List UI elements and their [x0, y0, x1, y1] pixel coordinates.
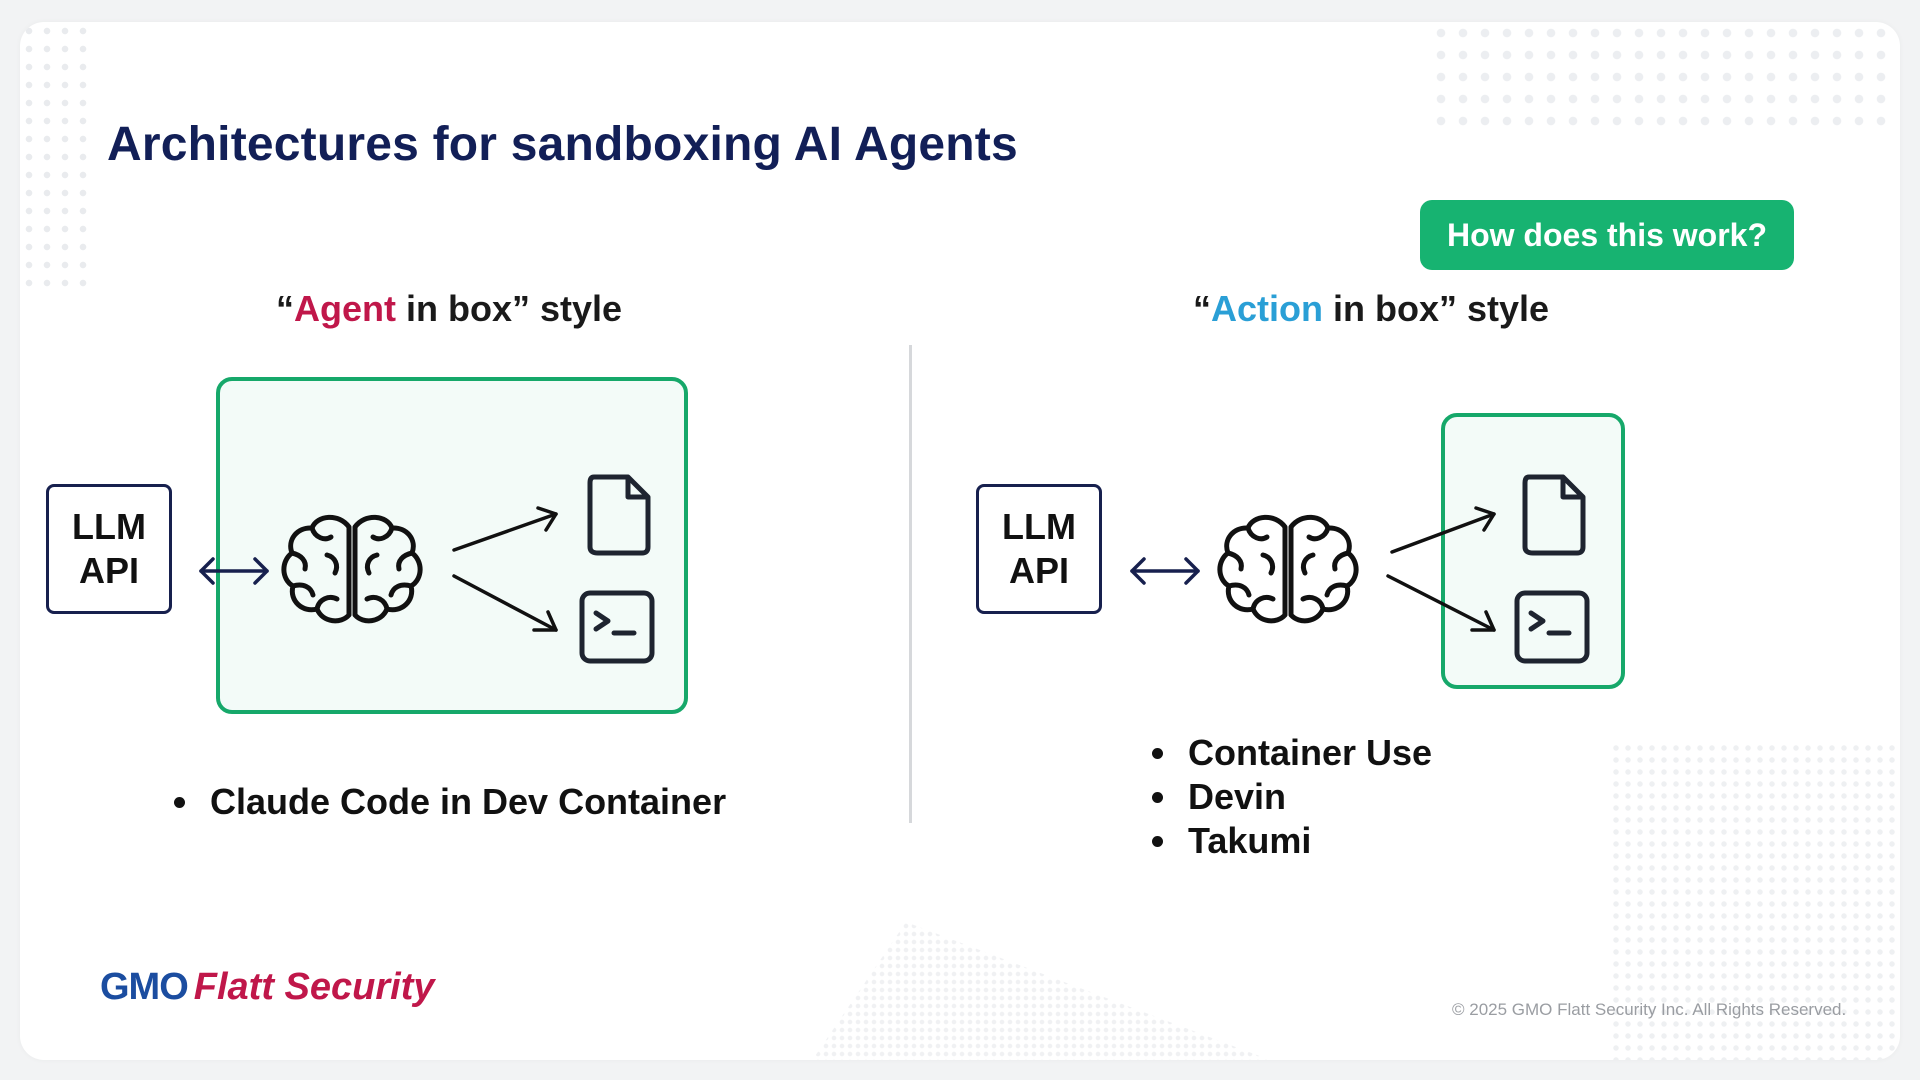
terminal-icon: [1514, 590, 1590, 664]
brain-icon: [281, 514, 423, 624]
list-item: Takumi: [1150, 819, 1432, 863]
column-divider: [909, 345, 912, 823]
action-in-box-examples: Container Use Devin Takumi: [1150, 731, 1432, 863]
logo-flatt-security: Flatt Security: [193, 966, 435, 1008]
slide-title: Architectures for sandboxing AI Agents: [107, 118, 1018, 171]
agent-in-box-heading: “Agent in box” style: [276, 288, 622, 330]
terminal-icon: [579, 590, 655, 664]
api-label: API: [78, 550, 139, 591]
agent-keyword: Agent: [294, 288, 396, 329]
llm-label: LLM: [72, 506, 146, 547]
how-does-this-work-button[interactable]: How does this work?: [1420, 200, 1794, 270]
logo-gmo: GMO: [100, 966, 189, 1008]
heading-rest: in box” style: [1323, 288, 1550, 329]
list-item: Container Use: [1150, 731, 1432, 775]
llm-api-box-right: LLM API: [976, 484, 1102, 614]
agent-in-box-examples: Claude Code in Dev Container: [172, 780, 726, 824]
action-keyword: Action: [1211, 288, 1323, 329]
api-label: API: [1008, 550, 1069, 591]
heading-rest: in box” style: [396, 288, 623, 329]
double-arrow-icon: [1130, 557, 1200, 585]
dot-pattern-bottom-middle: [812, 922, 1270, 1060]
file-icon: [1522, 474, 1586, 556]
dot-pattern-top-right: [1430, 22, 1890, 127]
arrow-icon: [1386, 506, 1496, 632]
agent-sandbox-box: [216, 377, 688, 714]
brain-icon: [1217, 514, 1359, 624]
action-in-box-heading: “Action in box” style: [1193, 288, 1549, 330]
file-icon: [587, 474, 651, 556]
open-quote: “: [276, 288, 294, 329]
dot-pattern-bottom-right: [1610, 742, 1900, 1060]
dot-pattern-top-left: [20, 22, 96, 292]
llm-api-box-left: LLM API: [46, 484, 172, 614]
list-item: Claude Code in Dev Container: [172, 780, 726, 824]
arrow-icon: [452, 506, 558, 632]
open-quote: “: [1193, 288, 1211, 329]
double-arrow-icon: [199, 557, 269, 585]
copyright-notice: © 2025 GMO Flatt Security Inc. All Right…: [1452, 1000, 1847, 1019]
llm-label: LLM: [1002, 506, 1076, 547]
list-item: Devin: [1150, 775, 1432, 819]
